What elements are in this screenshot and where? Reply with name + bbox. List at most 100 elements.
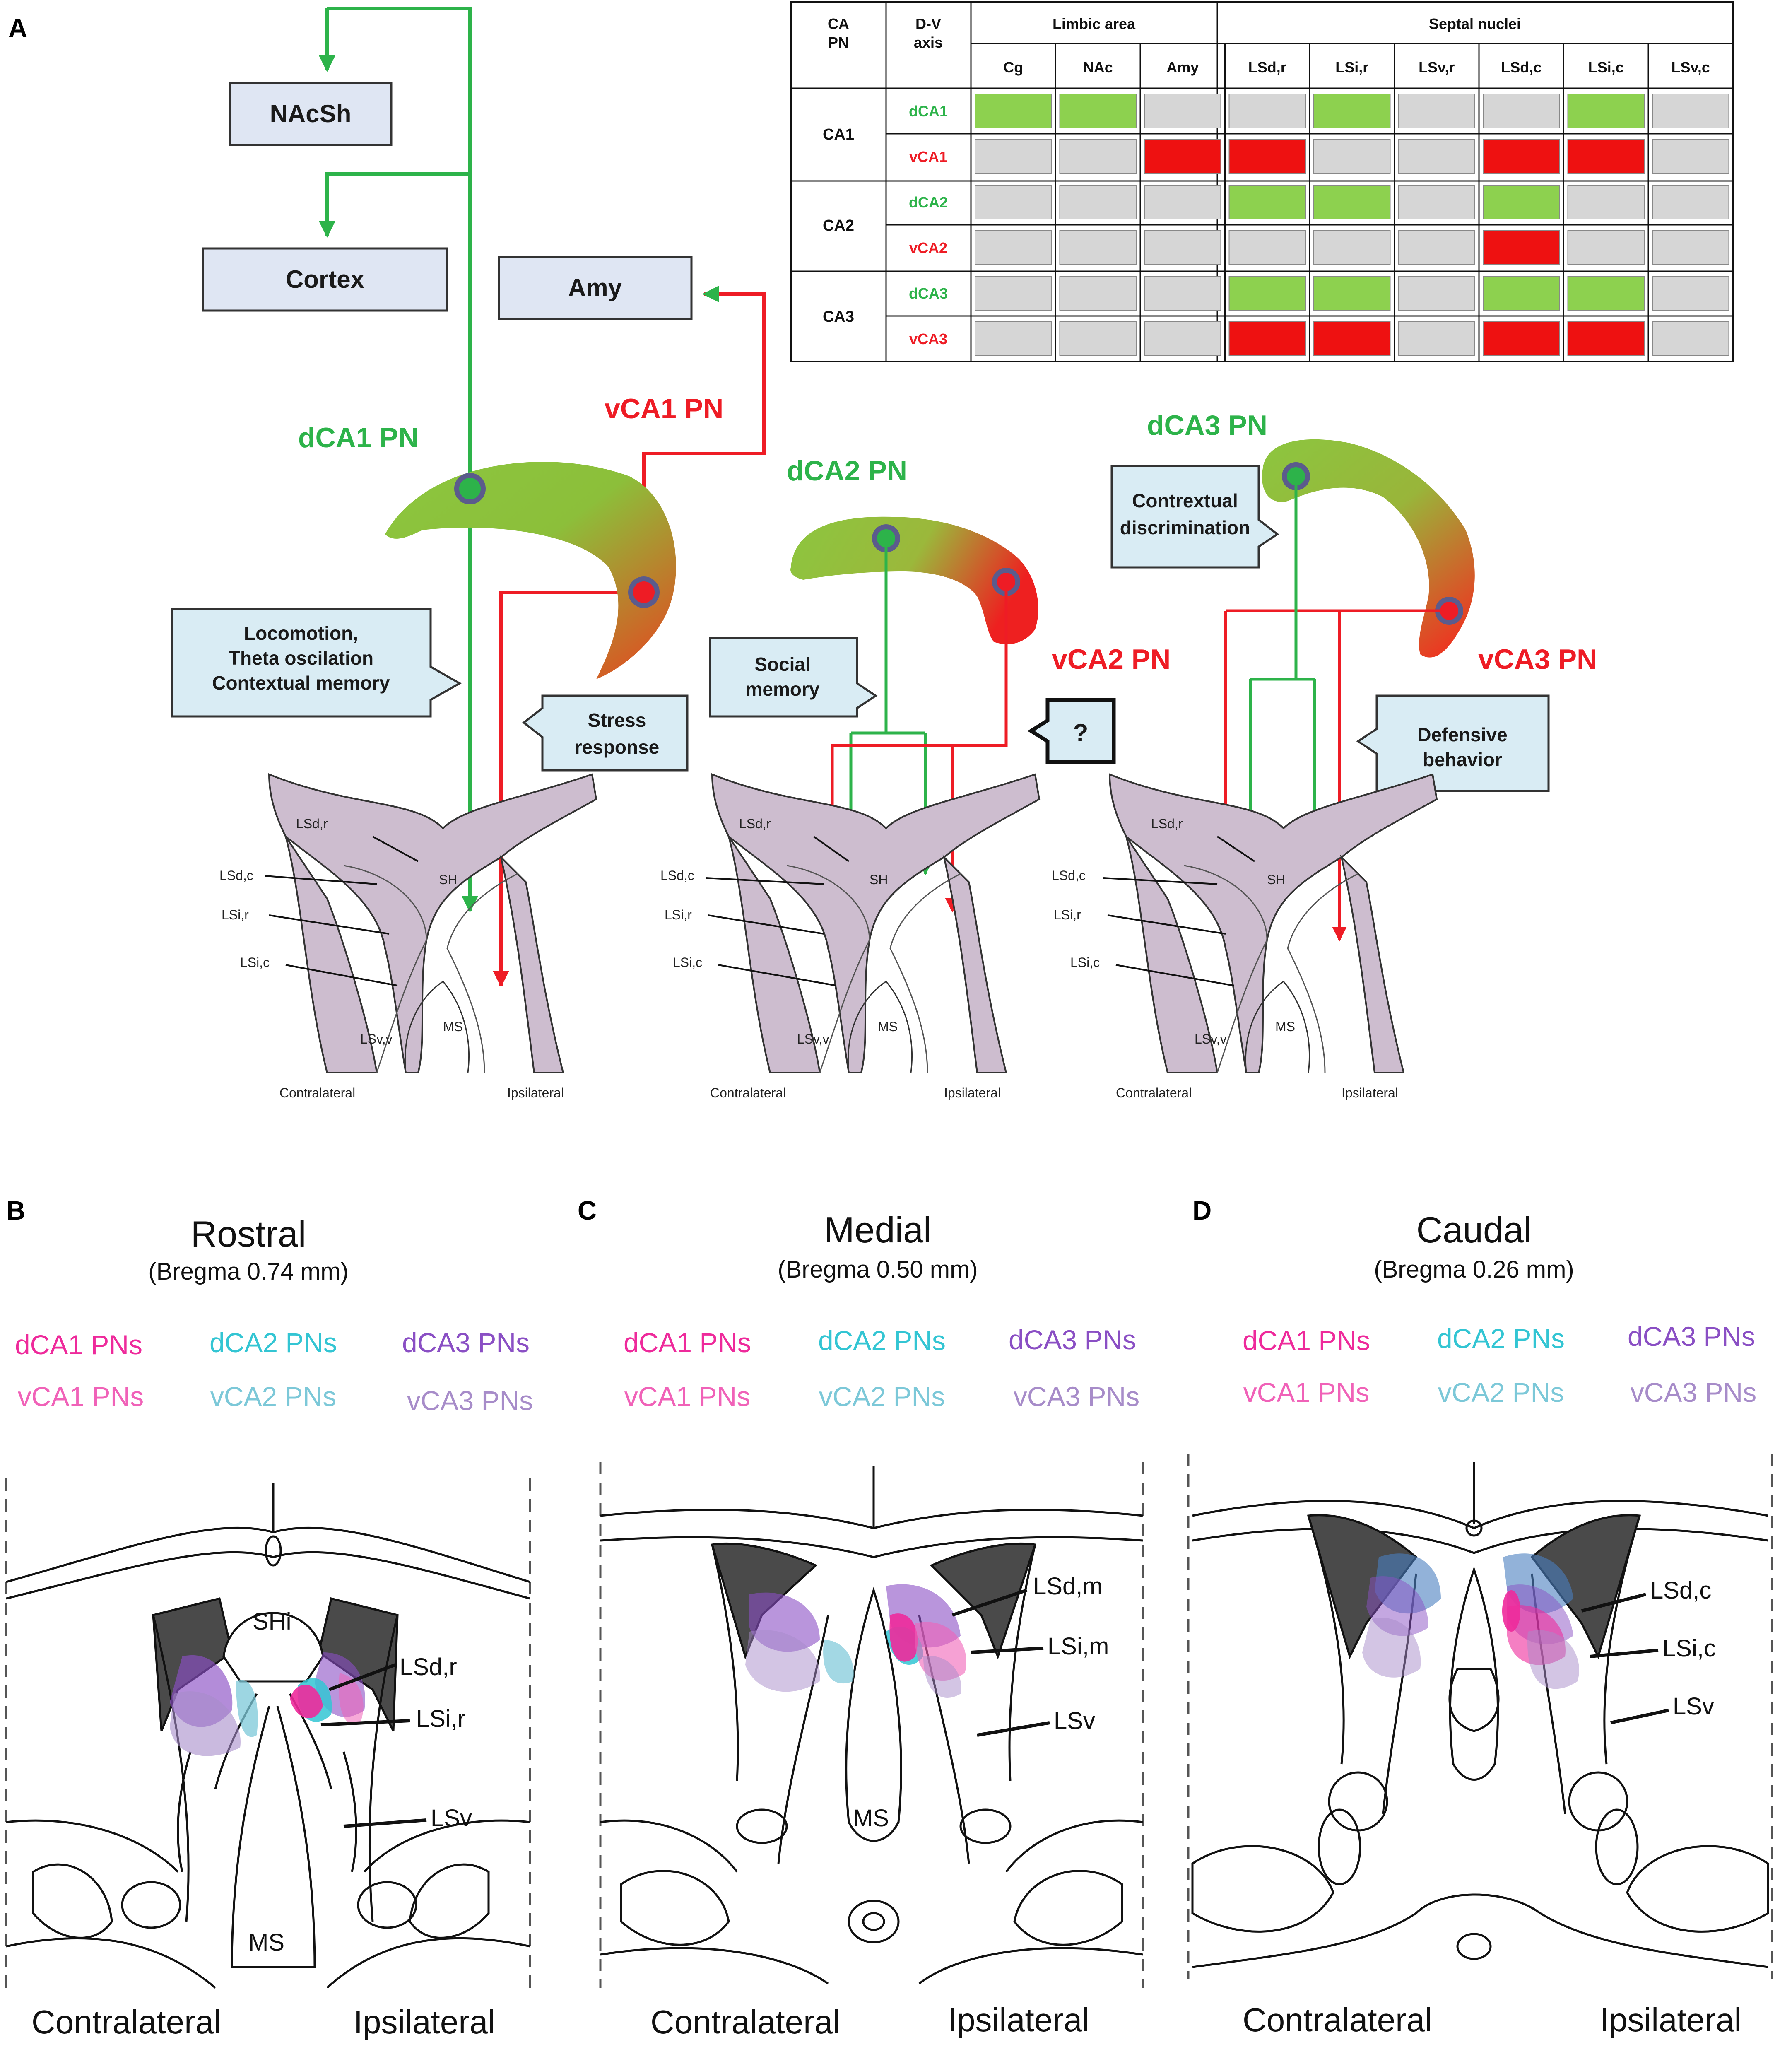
vca1-soma-marker — [628, 576, 660, 608]
septum1-lsdr-label: LSd,r — [296, 816, 328, 831]
table-group-label: CA3 — [823, 308, 854, 325]
table-col-header: LSd,c — [1501, 59, 1542, 76]
panel-letter-a: A — [8, 13, 27, 43]
legend-d-vca1: vCA1 PNs — [1243, 1377, 1369, 1408]
dca1-projections — [319, 7, 478, 913]
table-row-label: vCA1 — [909, 148, 947, 165]
nacsh-label: NAcSh — [270, 100, 352, 128]
atlas-b-ms-label: MS — [248, 1929, 284, 1956]
legend-d-dca1: dCA1 PNs — [1243, 1325, 1370, 1356]
table-col-header: NAc — [1083, 59, 1113, 76]
callout-locomotion: Locomotion, Theta oscilation Contextual … — [171, 608, 462, 718]
table-cell — [1059, 94, 1137, 128]
table-row-label: dCA3 — [909, 285, 948, 302]
septum-diagram-3: LSd,r LSd,c LSi,r LSi,c SH MS LSv,v Cont… — [1052, 773, 1438, 1100]
callout-contextual: Contrextual discrimination — [1110, 465, 1279, 569]
table-cell — [1652, 185, 1729, 219]
table-header-septal: Septal nuclei — [1429, 15, 1521, 32]
table-cell — [1483, 276, 1560, 311]
table-cell — [1567, 139, 1645, 174]
septum1-lsdc-label: LSd,c — [219, 868, 253, 883]
legend-c-dca3: dCA3 PNs — [1009, 1324, 1136, 1355]
callout-stress-line1: Stress — [588, 709, 646, 731]
table-header-ca-line2: PN — [828, 34, 849, 51]
septum3-lsvv-label: LSv,v — [1195, 1032, 1227, 1046]
legend-d-vca2: vCA2 PNs — [1438, 1377, 1564, 1408]
table-row-label: vCA2 — [909, 239, 947, 256]
septum3-lsdc-label: LSd,c — [1052, 868, 1086, 883]
septum2-lsdc-label: LSd,c — [660, 868, 694, 883]
atlas-c-lsv-label: LSv — [1054, 1707, 1095, 1734]
callout-question: ? — [1027, 698, 1116, 764]
dca2-pn-label: dCA2 PN — [787, 455, 907, 487]
table-cell — [1059, 321, 1137, 356]
dca3-pn-label: dCA3 PN — [1147, 410, 1267, 441]
table-cell — [975, 321, 1052, 356]
septum1-lsir-label: LSi,r — [222, 907, 249, 922]
table-cell — [1483, 321, 1560, 356]
dca1-pn-label: dCA1 PN — [298, 422, 419, 453]
table-cell — [1313, 185, 1391, 219]
atlas-b — [5, 1478, 531, 1996]
atlas-b-lsi-label: LSi,r — [416, 1705, 465, 1732]
legend-d-dca2: dCA2 PNs — [1437, 1323, 1565, 1354]
septum3-ipsilateral-label: Ipsilateral — [1342, 1085, 1398, 1100]
atlas-d — [1187, 1454, 1773, 1979]
table-cell — [1228, 139, 1306, 174]
septum2-ms-label: MS — [878, 1019, 898, 1034]
table-col-header: Amy — [1166, 59, 1199, 76]
legend-b-vca1: vCA1 PNs — [18, 1381, 144, 1412]
atlas-b-shi-label: SHi — [253, 1608, 291, 1635]
panel-a: A NAcSh Cortex Amy dCA1 PN — [8, 1, 1734, 1100]
callout-locomotion-line1: Locomotion, — [244, 622, 358, 644]
table-cell — [1144, 276, 1221, 311]
panel-c: Medial (Bregma 0.50 mm) dCA1 PNs dCA2 PN… — [599, 1209, 1144, 2040]
atlas-d-lsd-label: LSd,c — [1650, 1577, 1711, 1604]
table-cell — [1228, 276, 1306, 311]
table-cell — [1567, 185, 1645, 219]
table-cell — [1144, 321, 1221, 356]
callout-question-text: ? — [1073, 719, 1089, 747]
septum1-ipsilateral-label: Ipsilateral — [507, 1085, 564, 1100]
septum1-lsvv-label: LSv,v — [360, 1032, 393, 1046]
table-cell — [1059, 185, 1137, 219]
table-cell — [1144, 185, 1221, 219]
legend-c-vca2: vCA2 PNs — [819, 1381, 945, 1412]
septum1-ms-label: MS — [443, 1019, 463, 1034]
callout-defensive-line1: Defensive — [1417, 724, 1507, 745]
table-col-header: LSd,r — [1248, 59, 1286, 76]
table-cell — [975, 94, 1052, 128]
panel-letter-c: C — [578, 1196, 597, 1225]
table-row-label: dCA2 — [909, 194, 948, 211]
nacsh-box: NAcSh — [229, 82, 393, 146]
table-cell — [975, 139, 1052, 174]
section-c-subtitle: (Bregma 0.50 mm) — [778, 1256, 978, 1283]
table-cell — [1059, 230, 1137, 265]
table-cell — [1228, 321, 1306, 356]
septum2-sh-label: SH — [870, 872, 888, 887]
table-cell — [1059, 139, 1137, 174]
cortex-label: Cortex — [286, 265, 364, 293]
table-cell — [1483, 230, 1560, 265]
cortex-box: Cortex — [202, 247, 448, 312]
septum1-contralateral-label: Contralateral — [279, 1085, 355, 1100]
atlas-d-lsi-label: LSi,c — [1662, 1635, 1716, 1662]
legend-c-vca3: vCA3 PNs — [1014, 1381, 1139, 1412]
callout-social: Social memory — [709, 637, 878, 718]
table-row-label: vCA3 — [909, 330, 947, 347]
table-group-label: CA1 — [823, 126, 854, 143]
table-header-dv-line2: axis — [914, 34, 943, 51]
table-col-header: Cg — [1003, 59, 1023, 76]
table-cell — [975, 276, 1052, 311]
labeling-d — [1362, 1553, 1579, 1689]
table-cell — [1144, 94, 1221, 128]
septum3-lsir-label: LSi,r — [1054, 907, 1081, 922]
septum3-lsic-label: LSi,c — [1070, 955, 1100, 970]
table-cell — [1567, 94, 1645, 128]
table-cell — [1313, 276, 1391, 311]
septum2-lsvv-label: LSv,v — [797, 1032, 829, 1046]
callout-contextual-line2: discrimination — [1120, 517, 1250, 538]
legend-b-dca1: dCA1 PNs — [15, 1329, 142, 1360]
vca1-pn-label: vCA1 PN — [605, 393, 723, 424]
